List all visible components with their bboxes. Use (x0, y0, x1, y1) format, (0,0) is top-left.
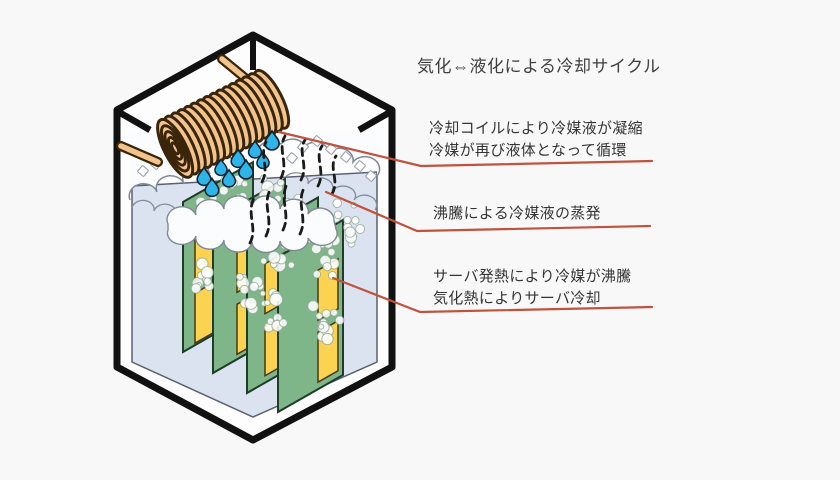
droplet (230, 147, 246, 169)
annotation-condense-line1: 冷却コイルにより冷媒液が凝縮 (429, 120, 643, 137)
annotation-evaporate: 沸騰による冷媒液の蒸発 (433, 203, 601, 225)
droplet (221, 168, 237, 188)
droplet (238, 158, 254, 180)
leader-boil (331, 276, 654, 314)
leader-lines (277, 130, 654, 314)
annotation-evaporate-line1: 沸騰による冷媒液の蒸発 (433, 205, 601, 222)
droplet (204, 176, 220, 198)
droplet (264, 129, 280, 151)
annotation-condense-line2: 冷媒が再び液体となって循環 (429, 142, 627, 159)
annotation-boil-line1: サーバ発熱により冷媒が沸騰 (433, 268, 632, 285)
annotation-boil-line2: 気化熱によりサーバ冷却 (433, 290, 601, 307)
cooling-coil (156, 68, 291, 179)
diagram-title: 気化⇔液化による冷却サイクル (417, 57, 661, 76)
annotation-condense: 冷却コイルにより冷媒液が凝縮 冷媒が再び液体となって循環 (429, 118, 643, 162)
droplet (214, 157, 228, 177)
vapor-wisps (248, 134, 338, 245)
droplet (196, 165, 212, 187)
leader-evaporate (324, 190, 652, 233)
droplet (247, 139, 263, 159)
leader-condense (277, 130, 654, 168)
tank-rim-right-stub (357, 108, 394, 133)
annotation-boil: サーバ発熱により冷媒が沸騰 気化熱によりサーバ冷却 (433, 266, 631, 310)
tank-rim-left-stub (115, 108, 152, 133)
refrigerant-droplets (196, 129, 280, 198)
